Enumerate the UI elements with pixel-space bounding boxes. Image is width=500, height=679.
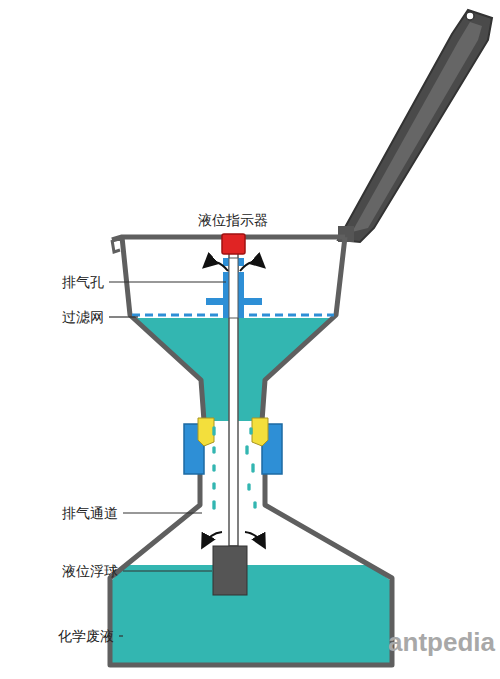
level-indicator <box>222 234 245 254</box>
flow-arrow <box>203 532 222 546</box>
bubble <box>212 432 216 436</box>
leader-line <box>123 570 212 571</box>
leader-line <box>119 635 123 636</box>
watermark: antpedia <box>388 633 495 651</box>
waste-liquid <box>112 565 390 663</box>
leader-line <box>123 512 202 513</box>
level-float <box>213 546 247 595</box>
flow-arrow <box>245 532 264 546</box>
part-label: 排气通道 <box>62 504 118 522</box>
seal-left <box>198 418 214 446</box>
bubble <box>212 486 216 490</box>
leader-line <box>109 316 138 317</box>
leader-line <box>109 281 226 282</box>
vent-arrow <box>240 262 263 271</box>
bubble <box>251 469 255 473</box>
bubble <box>249 431 253 435</box>
lid <box>338 10 492 242</box>
part-label: 过滤网 <box>62 308 104 326</box>
part-label: 化学废液 <box>58 627 114 645</box>
bubble <box>212 450 216 454</box>
part-label: 液位指示器 <box>198 211 268 229</box>
lid-face <box>352 22 482 232</box>
bubble <box>247 487 251 491</box>
mount-tube <box>229 258 238 318</box>
funnel-lip <box>112 240 120 252</box>
part-label: 液位浮球 <box>62 562 118 580</box>
vent-arrow <box>205 262 228 271</box>
bubble <box>245 451 249 455</box>
bubble <box>212 506 216 510</box>
lid-hinge-top <box>466 12 474 20</box>
bubble <box>253 505 257 509</box>
waste-bottle <box>110 470 392 665</box>
seal-right <box>252 418 268 446</box>
indicator-tube <box>229 246 238 546</box>
part-label: 排气孔 <box>62 273 104 291</box>
bubble <box>212 468 216 472</box>
